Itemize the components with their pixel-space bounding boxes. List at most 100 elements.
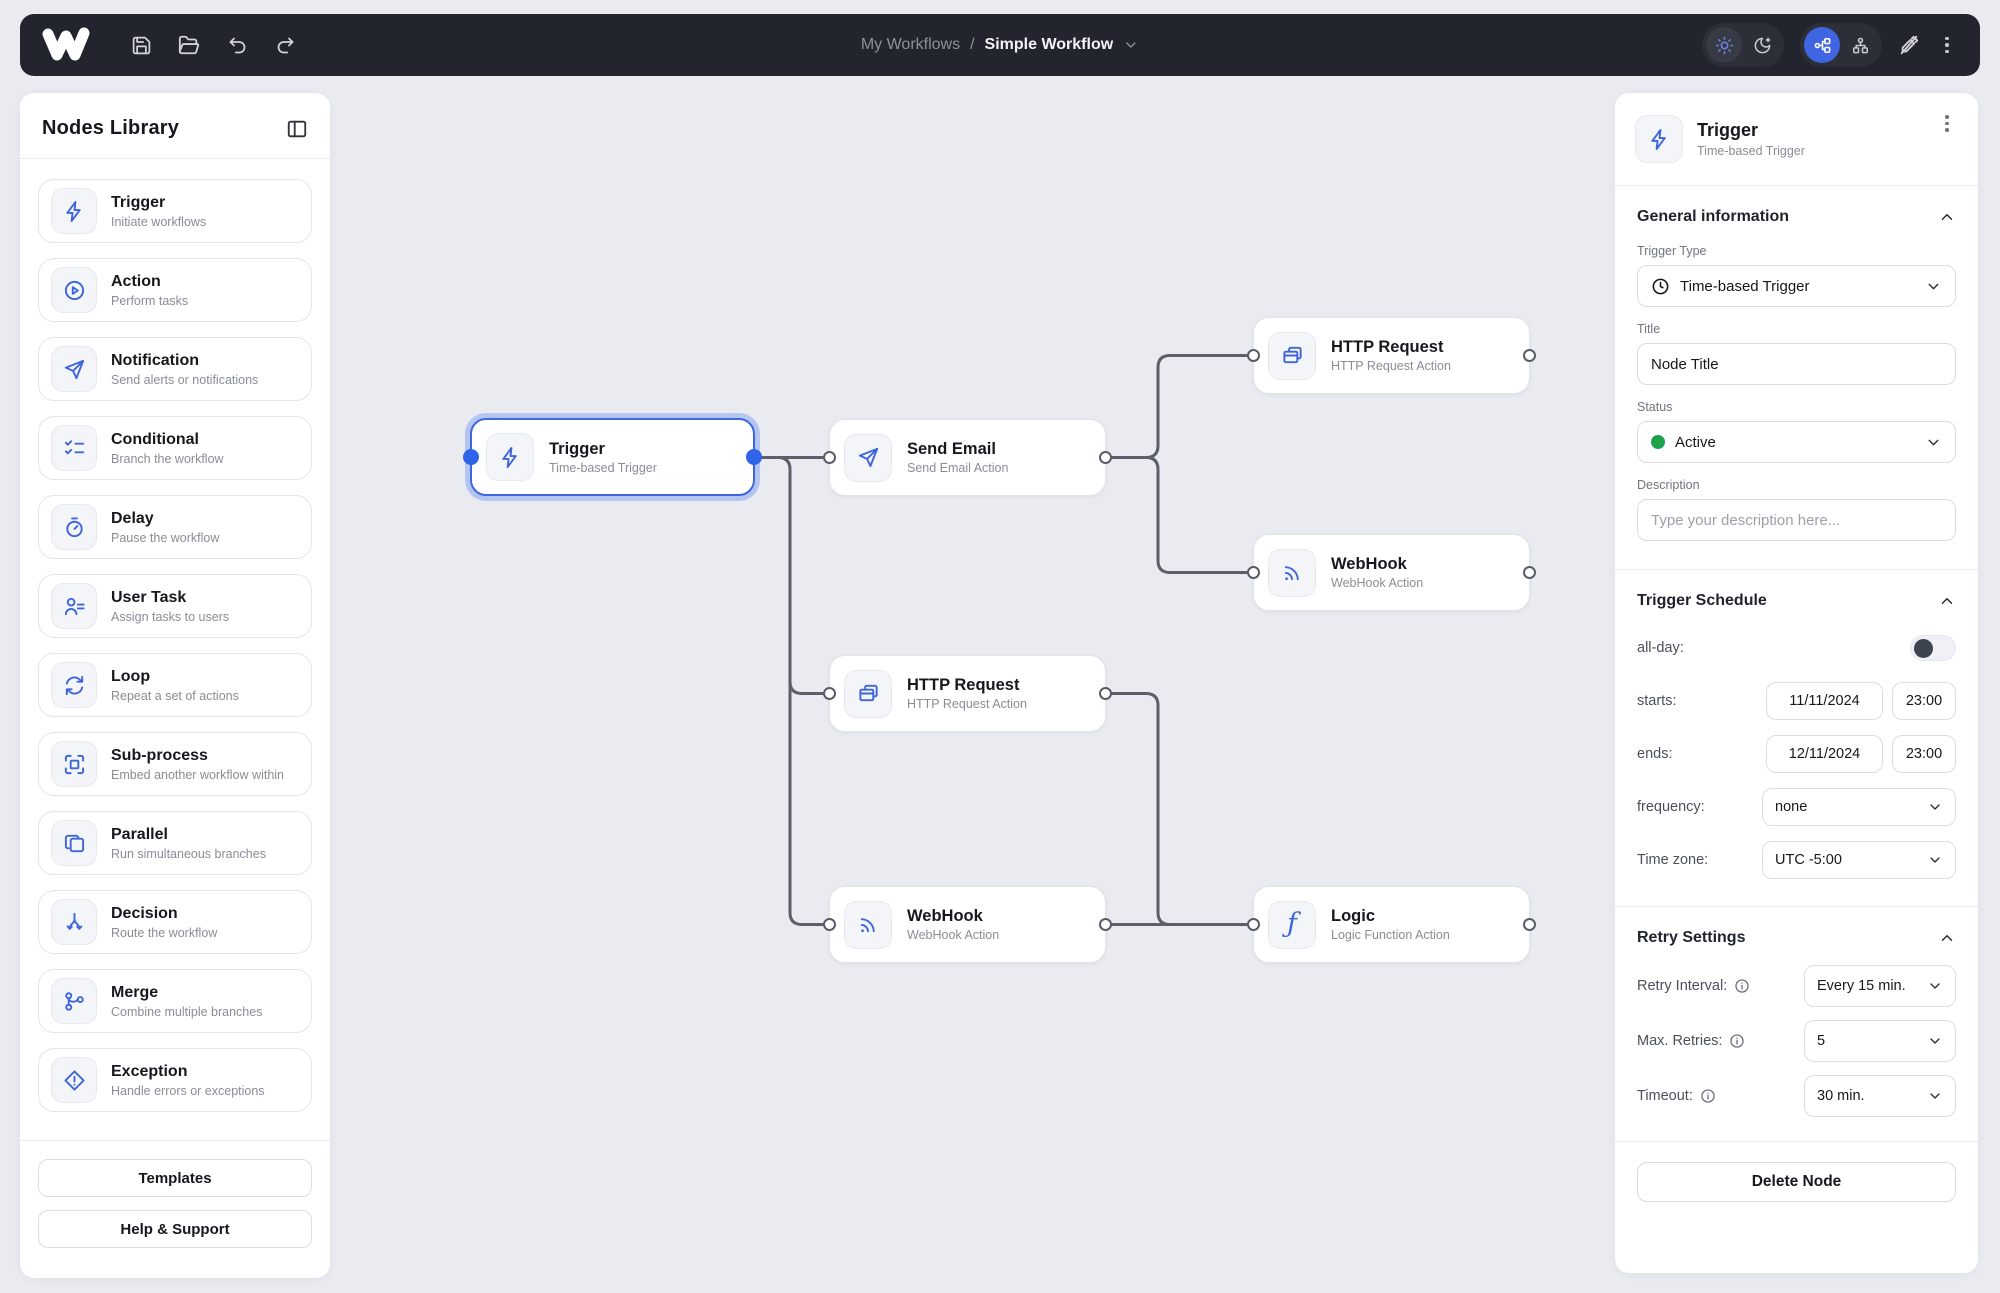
retry-interval-select[interactable]: Every 15 min. bbox=[1804, 965, 1956, 1007]
inspector-title: Trigger bbox=[1697, 120, 1759, 140]
all-day-toggle[interactable] bbox=[1910, 635, 1956, 661]
chevron-down-icon bbox=[1928, 283, 1939, 289]
status-select[interactable]: Active bbox=[1637, 421, 1956, 463]
save-button[interactable] bbox=[130, 34, 152, 56]
output-port[interactable] bbox=[1099, 687, 1112, 700]
trigger-type-select[interactable]: Time-based Trigger bbox=[1637, 265, 1956, 307]
input-port[interactable] bbox=[1247, 349, 1260, 362]
output-port[interactable] bbox=[1099, 451, 1112, 464]
light-mode-button[interactable] bbox=[1706, 27, 1742, 63]
collapse-section-icon[interactable] bbox=[1938, 592, 1956, 610]
input-port[interactable] bbox=[1247, 918, 1260, 931]
breadcrumb: My Workflows / Simple Workflow bbox=[861, 36, 1139, 54]
zap-icon bbox=[486, 433, 534, 481]
more-options-button[interactable] bbox=[1936, 36, 1958, 54]
inspector-subtitle: Time-based Trigger bbox=[1697, 144, 1805, 158]
app-logo-icon bbox=[42, 25, 96, 65]
timeout-select[interactable]: 30 min. bbox=[1804, 1075, 1956, 1117]
help-support-button[interactable]: Help & Support bbox=[38, 1210, 312, 1248]
output-port[interactable] bbox=[1523, 918, 1536, 931]
zap-icon bbox=[1635, 115, 1683, 163]
templates-button[interactable]: Templates bbox=[38, 1159, 312, 1197]
output-port[interactable] bbox=[1523, 566, 1536, 579]
dark-mode-button[interactable] bbox=[1744, 27, 1780, 63]
info-icon[interactable] bbox=[1734, 978, 1750, 994]
node-title-field-wrap bbox=[1637, 343, 1956, 385]
delete-node-button[interactable]: Delete Node bbox=[1637, 1162, 1956, 1202]
info-icon[interactable] bbox=[1729, 1033, 1745, 1049]
browser-window-icon bbox=[1268, 331, 1316, 380]
node-inspector-panel: Trigger Time-based Trigger General infor… bbox=[1615, 93, 1978, 1273]
frequency-select[interactable]: none bbox=[1762, 788, 1956, 826]
ends-date-input[interactable]: 12/11/2024 bbox=[1766, 735, 1883, 773]
breadcrumb-parent[interactable]: My Workflows bbox=[860, 36, 961, 53]
starts-time-input[interactable]: 23:00 bbox=[1892, 682, 1956, 720]
timezone-select[interactable]: UTC -5:00 bbox=[1762, 841, 1956, 879]
breadcrumb-current[interactable]: Simple Workflow bbox=[984, 36, 1114, 53]
output-port[interactable] bbox=[746, 449, 762, 465]
undo-button[interactable] bbox=[226, 34, 248, 56]
chevron-down-icon bbox=[1930, 804, 1940, 810]
input-port[interactable] bbox=[823, 918, 836, 931]
redo-button[interactable] bbox=[274, 34, 296, 56]
collapse-section-icon[interactable] bbox=[1938, 208, 1956, 226]
input-port[interactable] bbox=[823, 451, 836, 464]
user-list-icon bbox=[51, 583, 97, 629]
collapse-panel-icon[interactable] bbox=[286, 118, 308, 140]
collapse-section-icon[interactable] bbox=[1938, 929, 1956, 947]
description-input[interactable] bbox=[1651, 511, 1942, 529]
send-icon bbox=[51, 346, 97, 392]
edit-off-icon[interactable] bbox=[1898, 34, 1920, 56]
starts-date-input[interactable]: 11/11/2024 bbox=[1766, 682, 1883, 720]
layout-toggle bbox=[1800, 23, 1882, 67]
node-title-input[interactable] bbox=[1651, 355, 1942, 373]
list-checks-icon bbox=[51, 425, 97, 471]
alert-diamond-icon bbox=[51, 1057, 97, 1103]
horizontal-flow-button[interactable] bbox=[1804, 27, 1840, 63]
info-icon[interactable] bbox=[1700, 1088, 1716, 1104]
output-port[interactable] bbox=[1523, 349, 1536, 362]
frame-icon bbox=[51, 741, 97, 787]
loop-icon bbox=[51, 662, 97, 708]
theme-toggle bbox=[1702, 23, 1784, 67]
input-port[interactable] bbox=[823, 687, 836, 700]
max-retries-select[interactable]: 5 bbox=[1804, 1020, 1956, 1062]
nodes-library-title: Nodes Library bbox=[42, 117, 180, 139]
retry-settings-section: Retry Settings Retry Interval: Every 15 … bbox=[1615, 907, 1978, 1141]
webhook-rss-icon bbox=[844, 900, 892, 949]
input-port[interactable] bbox=[463, 449, 479, 465]
function-icon: ƒ bbox=[1268, 900, 1316, 949]
vertical-flow-button[interactable] bbox=[1842, 27, 1878, 63]
zap-icon bbox=[51, 188, 97, 234]
node-options-button[interactable] bbox=[1936, 115, 1958, 132]
input-port[interactable] bbox=[1247, 566, 1260, 579]
output-port[interactable] bbox=[1099, 918, 1112, 931]
open-folder-button[interactable] bbox=[178, 34, 200, 56]
ends-time-input[interactable]: 23:00 bbox=[1892, 735, 1956, 773]
play-circle-icon bbox=[51, 267, 97, 313]
general-information-section: General information Trigger Type Time-ba… bbox=[1615, 186, 1978, 569]
webhook-rss-icon bbox=[1268, 548, 1316, 597]
chevron-down-icon[interactable] bbox=[1123, 37, 1139, 53]
